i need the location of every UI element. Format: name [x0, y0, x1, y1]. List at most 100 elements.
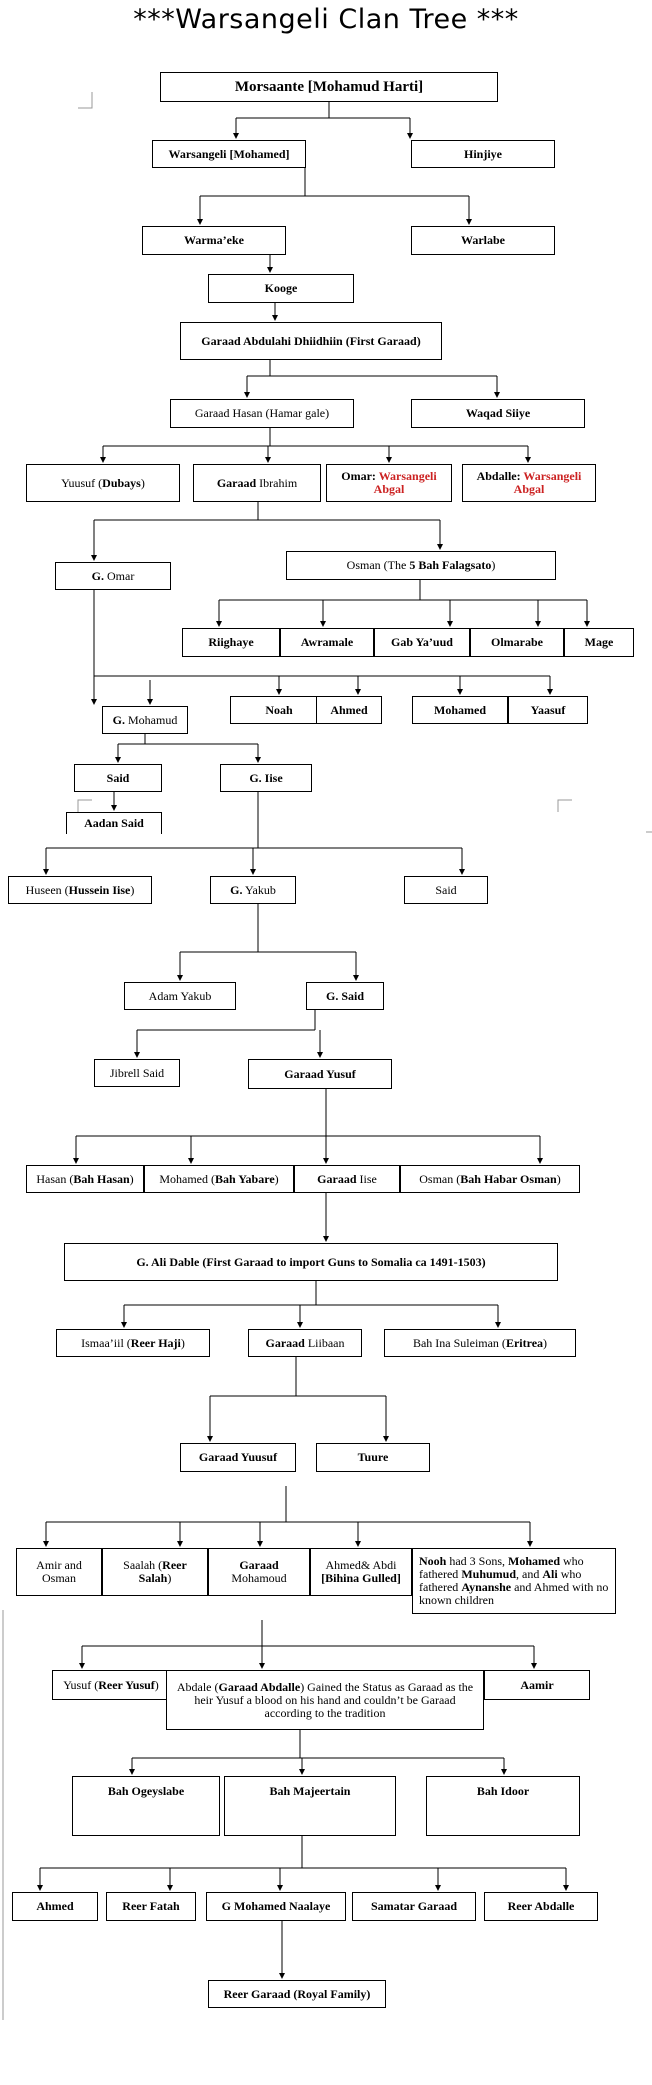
node-ismaail: Ismaa’iil (Reer Haji) — [56, 1329, 210, 1357]
node-garaad-hasan: Garaad Hasan (Hamar gale) — [170, 399, 354, 428]
node-reer-salah: Saalah (Reer Salah) — [102, 1548, 208, 1596]
label-part: G. Said — [325, 988, 364, 1003]
label-part: Iise — [356, 1171, 377, 1186]
label-part: Bah Majeertain — [269, 1784, 351, 1798]
node-bihina-gulled: Ahmed& Abdi [Bihina Gulled] — [310, 1548, 412, 1596]
page-title: ***Warsangeli Clan Tree *** — [133, 4, 519, 35]
node-garaad-yusuf: Garaad Yusuf — [248, 1059, 392, 1089]
label-part: G. Iise — [249, 770, 283, 785]
label-part: Garaad — [239, 1558, 279, 1572]
node-adam-yakub: Adam Yakub — [124, 982, 236, 1010]
node-bah-habar-osman: Osman (Bah Habar Osman) — [400, 1165, 580, 1193]
node-warsangeli: Warsangeli [Mohamed] — [152, 140, 306, 168]
label-part: Warsangeli Abgal — [513, 469, 582, 496]
node-awramale: Awramale — [280, 628, 374, 657]
label-part: Garaad Yusuf — [284, 1066, 356, 1081]
node-aamir: Aamir — [484, 1670, 590, 1700]
node-garaad-abdulahi: Garaad Abdulahi Dhiidhiin (First Garaad) — [180, 322, 442, 360]
label-part: Garaad — [265, 1335, 305, 1350]
label-part: Reer Yusuf — [98, 1677, 155, 1692]
label-part: Bah Hasan — [73, 1171, 130, 1186]
label-part: 5 Bah Falagsato — [409, 558, 492, 572]
node-reer-yusuf: Yusuf (Reer Yusuf) — [52, 1670, 170, 1700]
label-part: Bah Ogeyslabe — [107, 1784, 185, 1798]
node-tuure: Tuure — [316, 1443, 430, 1472]
label-part: Warma’eke — [184, 233, 244, 247]
node-reer-garaad-royal: Reer Garaad (Royal Family) — [208, 1980, 386, 2008]
label-part: ) — [556, 1171, 561, 1186]
label-part: Yusuf ( — [63, 1677, 99, 1692]
node-g-iise: G. Iise — [220, 764, 312, 792]
label-part: who fathered — [419, 1554, 584, 1581]
label-part: Bah Idoor — [476, 1784, 530, 1798]
label-part: G. — [112, 712, 128, 727]
label-part: Hasan ( — [36, 1171, 74, 1186]
node-huseen-iise: Huseen (Hussein Iise) — [8, 876, 152, 904]
node-g-omar: G. Omar — [55, 562, 171, 590]
label-part: ) — [543, 1335, 548, 1350]
corner-mark — [78, 92, 93, 109]
label-part: Gab Ya’uud — [391, 635, 453, 649]
label-part: G. — [91, 568, 104, 583]
label-part: Ismaa’iil ( — [81, 1335, 131, 1350]
label-part: G. Ali Dable (First Garaad to import Gun… — [136, 1254, 486, 1269]
label-part: Ahmed — [36, 1899, 74, 1913]
node-g-yakub: G. Yakub — [210, 876, 296, 904]
node-reer-abdalle: Reer Abdalle — [484, 1892, 598, 1921]
label-part: Eritrea — [505, 1335, 544, 1350]
node-garaad-abdalle: Abdale (Garaad Abdalle) Gained the Statu… — [166, 1670, 484, 1730]
node-yaasuf: Yaasuf — [508, 696, 588, 724]
node-garaad-iise: Garaad Iise — [294, 1165, 400, 1193]
label-part: Aamir — [520, 1677, 554, 1692]
label-part: Dubays — [102, 475, 141, 490]
label-part: Garaad Hasan (Hamar gale) — [194, 406, 330, 420]
label-part: Huseen ( — [25, 882, 69, 897]
label-part: ) — [491, 558, 496, 572]
node-g-mohamed-naalaye: G Mohamed Naalaye — [206, 1892, 346, 1921]
label-part: Abdalle: — [476, 469, 524, 483]
label-part: Riighaye — [208, 635, 254, 649]
label-part: Omar: — [341, 469, 379, 483]
label-part: Ali — [542, 1567, 558, 1581]
node-olmarabe: Olmarabe — [470, 628, 564, 657]
label-part: Omar — [104, 568, 135, 583]
label-part: ) — [130, 882, 135, 897]
node-morsaante: Morsaante [Mohamud Harti] — [160, 72, 498, 102]
label-part: Waqad Siiye — [465, 406, 531, 420]
label-part: Abdale ( — [176, 1679, 219, 1694]
node-reer-fatah: Reer Fatah — [106, 1892, 196, 1921]
label-part: Jibrell Said — [109, 1065, 165, 1080]
label-part: Mohamed — [434, 702, 486, 717]
label-part: G. — [230, 882, 243, 897]
label-part: Yaasuf — [530, 702, 566, 717]
label-part: Reer Haji — [130, 1335, 181, 1350]
label-part: Mohamed — [508, 1554, 561, 1568]
node-nooh-note: Nooh had 3 Sons, Mohamed who fathered Mu… — [412, 1548, 616, 1614]
node-gab-yauud: Gab Ya’uud — [374, 628, 470, 657]
label-part: Yuusuf ( — [61, 475, 103, 490]
label-part: ) — [154, 1677, 159, 1692]
node-aadan-said: Aadan Said — [66, 812, 162, 834]
label-part: Garaad Abdulahi Dhiidhiin — [201, 333, 346, 348]
label-part: Osman ( — [419, 1171, 461, 1186]
node-mohamed-bah: Mohamed — [412, 696, 508, 724]
label-part: Liibaan — [304, 1335, 345, 1350]
label-part: Reer Abdalle — [507, 1899, 575, 1913]
label-part: ) Gained the Status as Garaad as the hei… — [194, 1679, 474, 1720]
node-abdalle-abgal: Abdalle: Warsangeli Abgal — [462, 464, 596, 502]
node-garaad-mohamoud: Garaad Mohamoud — [208, 1548, 310, 1596]
node-warlabe: Warlabe — [411, 226, 555, 255]
node-omar-abgal: Omar: Warsangeli Abgal — [326, 464, 452, 502]
node-bah-ina-suleiman: Bah Ina Suleiman (Eritrea) — [384, 1329, 576, 1357]
label-part: Saalah ( — [123, 1558, 163, 1572]
node-mage: Mage — [564, 628, 634, 657]
node-waqad-siiye: Waqad Siiye — [411, 399, 585, 428]
label-part: Muhumud — [461, 1567, 517, 1581]
label-part: Noah — [265, 702, 293, 717]
label-part: Warsangeli [Mohamed] — [168, 146, 290, 161]
node-kooge: Kooge — [208, 274, 354, 303]
label-part: Reer Garaad (Royal Family) — [223, 1986, 371, 2001]
label-part: Mohamud — [128, 712, 178, 727]
label-part: Said — [435, 882, 457, 897]
